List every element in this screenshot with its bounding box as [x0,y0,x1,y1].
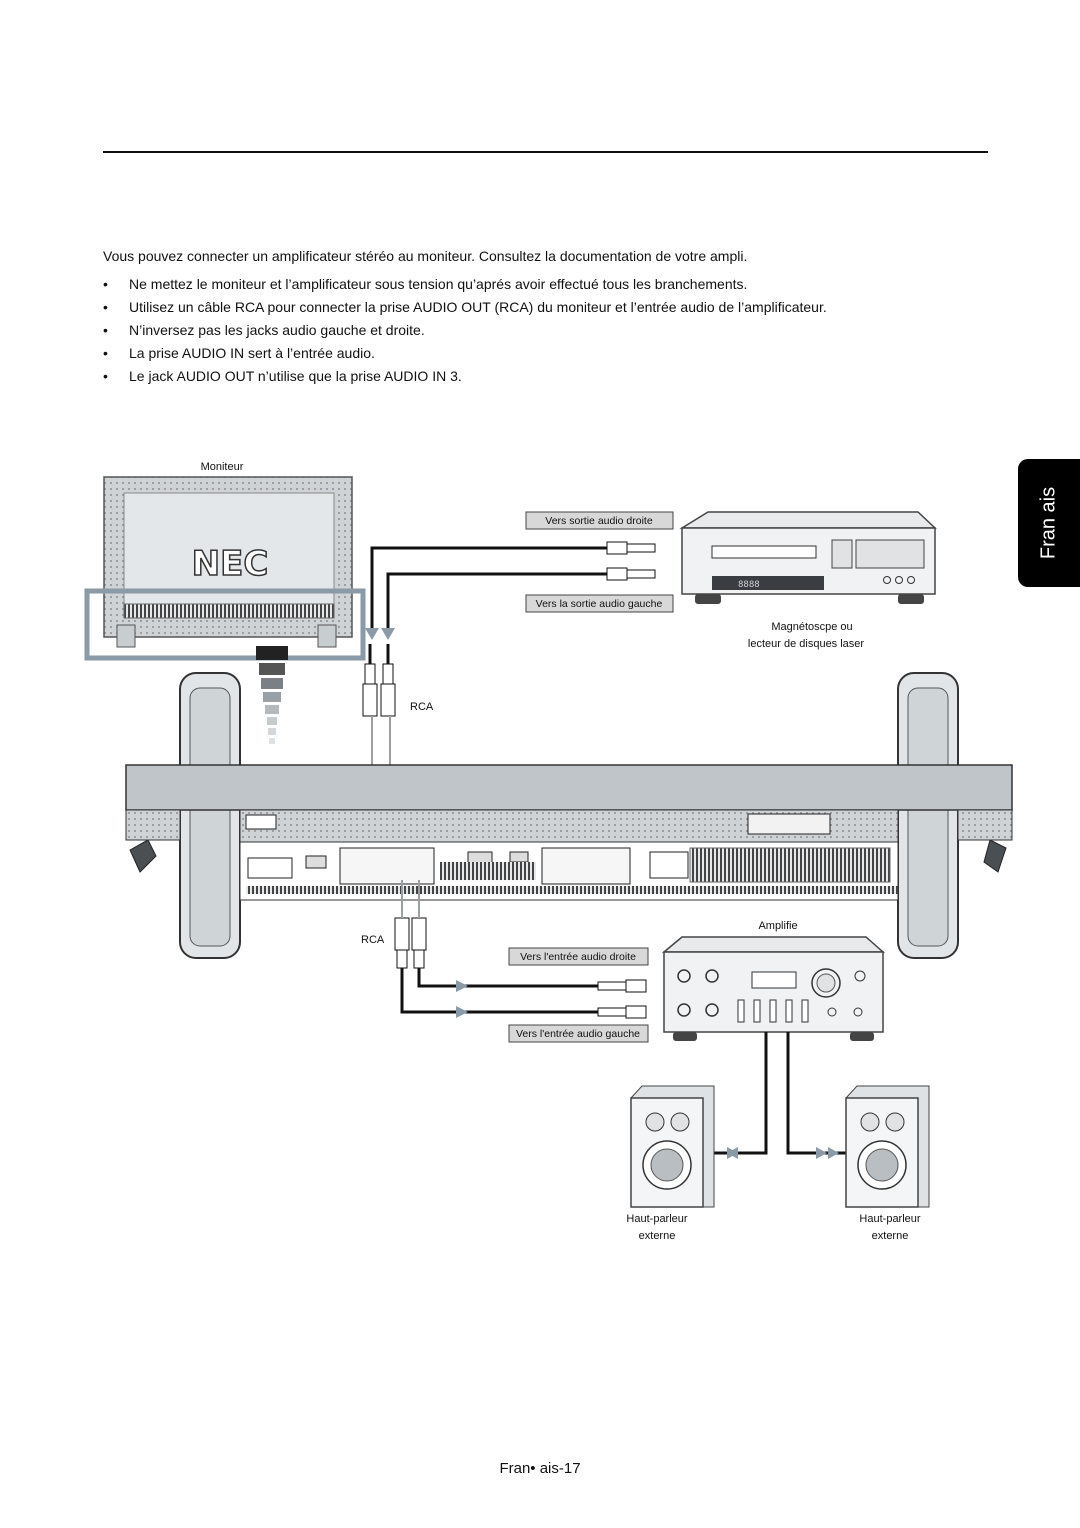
arrow-icon [456,980,468,992]
nec-logo: NEC [192,544,269,584]
bullet-item: Utilisez un câble RCA pour connecter la … [103,298,983,321]
speaker-left-icon [630,1085,715,1208]
label-box [508,1024,649,1043]
header-rule [103,151,988,153]
label-box [525,594,674,613]
label-box [508,947,649,966]
label-box [525,511,674,530]
amplifier-device [661,936,885,1041]
speaker-right-caption-2: externe [872,1230,909,1242]
vcr-plugs [606,541,656,581]
vcr-device: 8888 [679,511,937,604]
vcr-display: 8888 [738,580,760,590]
arrow-icon [816,1147,827,1159]
monitor-rear-view: NEC [103,476,353,648]
bullet-item: La prise AUDIO IN sert à l’entrée audio. [103,344,983,367]
bullet-item: N’inversez pas les jacks audio gauche et… [103,321,983,344]
language-tab: Fran ais [1018,459,1080,587]
monitor-terminal-panel [125,764,1013,901]
speaker-right-caption-1: Haut-parleur [859,1213,920,1225]
speaker-left-caption-2: externe [639,1230,676,1242]
amp-left-label: Vers l'entrée audio gauche [516,1028,640,1040]
monitor-stand-left [129,672,241,959]
amp-plugs [597,979,647,1019]
amp-right-label: Vers l'entrée audio droite [520,951,636,963]
amp-cables [400,968,600,1014]
monitor-stand-right [897,672,1007,959]
rca-label-bottom: RCA [361,934,385,946]
vcr-right-label: Vers sortie audio droite [545,515,653,527]
speaker-right-icon [845,1085,930,1208]
amp-caption: Amplifie [758,920,797,932]
bullet-item: Ne mettez le moniteur et l’amplificateur… [103,275,983,298]
intro-paragraph: Vous pouvez connecter un amplificateur s… [103,248,748,264]
vcr-left-label: Vers la sortie audio gauche [536,598,663,610]
vcr-caption-line2: lecteur de disques laser [748,638,865,650]
rca-plug-pair-top [362,644,396,717]
rca-label-top: RCA [410,701,434,713]
arrow-icon [828,1147,839,1159]
zoom-indicator [256,646,288,744]
arrow-icon [381,628,395,640]
speaker-cables [714,1032,846,1155]
speaker-left-caption-1: Haut-parleur [626,1213,687,1225]
vcr-caption-line1: Magnétoscpe ou [771,621,852,633]
rca-plug-pair-bottom [394,880,427,969]
arrow-icon [727,1147,738,1159]
vcr-cables [370,546,615,630]
arrow-icon [456,1006,468,1018]
zoom-highlight-box [84,588,366,661]
instruction-list: Ne mettez le moniteur et l’amplificateur… [103,275,983,390]
bullet-item: Le jack AUDIO OUT n’utilise que la prise… [103,367,983,390]
page-number: Fran• ais-17 [499,1460,581,1477]
monitor-label: Moniteur [201,461,244,473]
arrow-icon [365,628,379,640]
